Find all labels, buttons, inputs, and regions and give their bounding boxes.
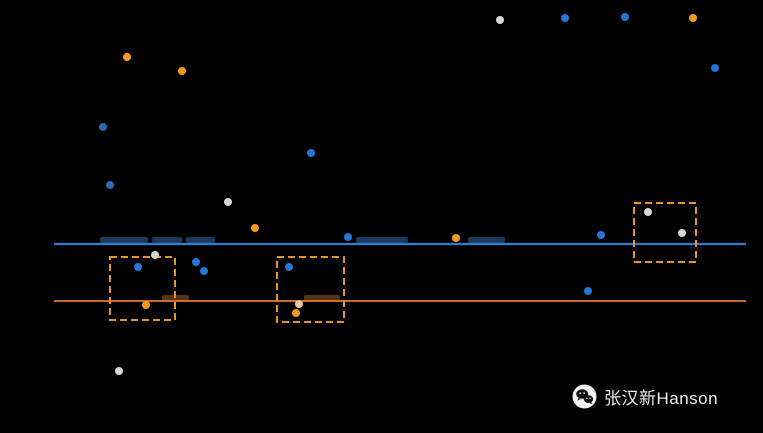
scatter-point (584, 287, 592, 295)
faint-label (304, 295, 340, 301)
scatter-point (99, 123, 107, 131)
scatter-point (285, 263, 293, 271)
scatter-point (307, 149, 315, 157)
scatter-point (142, 301, 150, 309)
wechat-icon (572, 384, 597, 409)
scatter-point (151, 251, 159, 259)
scatter-point (134, 263, 142, 271)
faint-label (186, 237, 215, 243)
scatter-point (295, 300, 303, 308)
scatter-point (689, 14, 697, 22)
scatter-point (344, 233, 352, 241)
scatter-point (561, 14, 569, 22)
scatter-point (123, 53, 131, 61)
scatter-point (711, 64, 719, 72)
scatter-point (496, 16, 504, 24)
faint-label (356, 237, 408, 243)
scatter-point (115, 367, 123, 375)
scatter-point (178, 67, 186, 75)
highlight-box (109, 256, 176, 321)
faint-label (468, 237, 505, 243)
scatter-point (678, 229, 686, 237)
highlight-box (276, 256, 345, 323)
scatter-point (200, 267, 208, 275)
watermark: 张汉新Hanson (572, 384, 718, 409)
scatter-point (292, 309, 300, 317)
scatter-point (192, 258, 200, 266)
faint-label (152, 237, 182, 243)
scatter-point (251, 224, 259, 232)
scatter-point (621, 13, 629, 21)
watermark-text: 张汉新Hanson (604, 389, 719, 408)
faint-label (100, 237, 148, 243)
scatter-point (597, 231, 605, 239)
highlight-box (633, 202, 697, 263)
scatter-point (106, 181, 114, 189)
scatter-point (644, 208, 652, 216)
scatter-point (224, 198, 232, 206)
scatter-point (452, 234, 460, 242)
